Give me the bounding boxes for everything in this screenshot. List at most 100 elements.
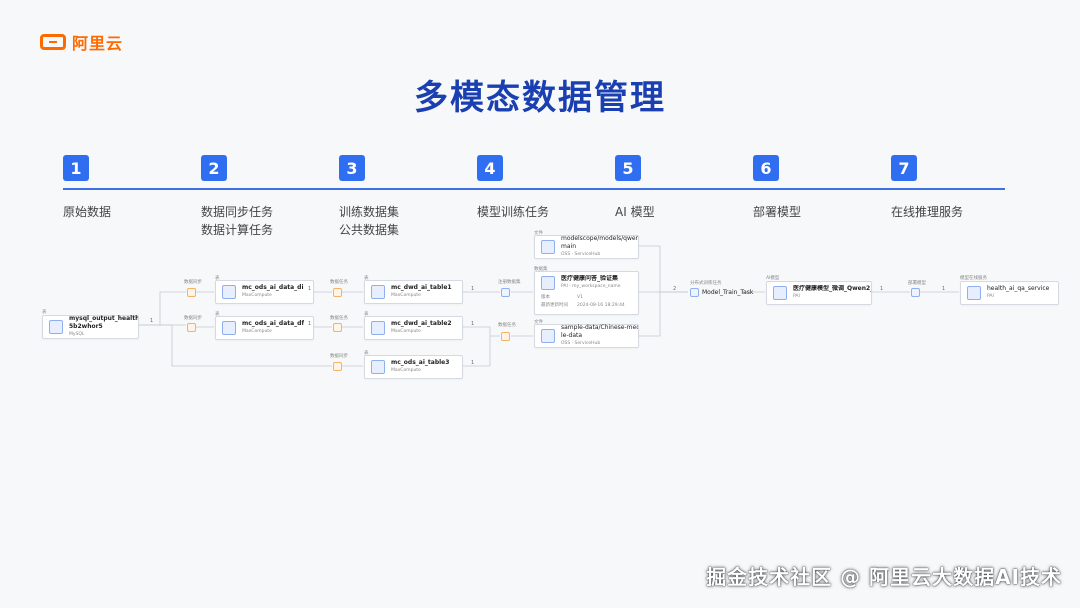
sync-task-icon[interactable] <box>187 323 196 332</box>
file-icon <box>541 240 555 254</box>
node-caption: 模型在线服务 <box>960 276 987 281</box>
data-task-caption: 数据任务 <box>330 280 348 285</box>
node-source: MaxCompute <box>391 293 421 298</box>
node-title: mc_ods_ai_data_df <box>242 320 305 327</box>
step-label-datasets: 训练数据集公共数据集 <box>339 205 400 237</box>
node-title: mc_dwd_ai_table2 <box>391 320 452 327</box>
node-title: mc_ods_ai_table3 <box>391 359 450 366</box>
oss-file-node[interactable]: sample-data/Chinese-medical-samp le-data… <box>534 324 639 348</box>
node-source: PAI · my_workspace_name <box>561 284 621 289</box>
ai-model-node[interactable]: 医疗健康模型_微调_Qwen2_7b PAI <box>766 281 872 305</box>
node-title-cont: le-data <box>561 332 583 339</box>
step-badge: 4 <box>477 155 503 181</box>
source-caption: 表 <box>42 310 47 315</box>
aliyun-logo: 阿里云 <box>40 30 123 54</box>
sync-task-caption: 数据同步 <box>184 280 202 285</box>
updated-label: 最新更新时间 <box>541 303 568 308</box>
brand-name: 阿里云 <box>72 34 124 53</box>
data-task-icon[interactable] <box>333 362 342 371</box>
edge-count: 1 <box>308 286 312 292</box>
node-source: MySQL <box>69 332 85 337</box>
node-caption: 文件 <box>534 231 543 236</box>
source-table-node[interactable]: mysql_output_health_qa_log_ 5b2whor5 MyS… <box>42 315 139 339</box>
table-icon <box>49 320 63 334</box>
sync-task-caption: 数据同步 <box>184 316 202 321</box>
table-icon <box>371 360 385 374</box>
node-caption: 表 <box>215 312 220 317</box>
edge-count: 1 <box>471 360 475 366</box>
step-label-inference: 在线推理服务 <box>891 205 964 219</box>
step-label-tasks: 数据同步任务数据计算任务 <box>201 205 274 237</box>
data-task-icon[interactable] <box>333 323 342 332</box>
node-caption: 表 <box>364 351 369 356</box>
table-icon <box>222 321 236 335</box>
dataset-icon <box>541 276 555 290</box>
node-caption: AI模型 <box>766 276 780 281</box>
node-source: PAI <box>793 294 800 299</box>
node-title: mc_ods_ai_data_di <box>242 284 304 291</box>
edge-count: 1 <box>308 321 312 327</box>
step-badge: 7 <box>891 155 917 181</box>
data-task-icon[interactable] <box>501 332 510 341</box>
dwd-table-node[interactable]: mc_dwd_ai_table1 MaxCompute <box>364 280 463 304</box>
table-icon <box>371 285 385 299</box>
deploy-caption: 部署模型 <box>908 281 926 286</box>
file-icon <box>541 329 555 343</box>
node-title: sample-data/Chinese-medical-samp <box>561 324 638 331</box>
node-title: mysql_output_health_qa_log_ <box>69 315 138 322</box>
table-icon <box>222 285 236 299</box>
step-label-training: 模型训练任务 <box>477 205 550 219</box>
edge-count: 1 <box>150 318 154 324</box>
dwd-table-node[interactable]: mc_dwd_ai_table2 MaxCompute <box>364 316 463 340</box>
watermark: 掘金技术社区 @ 阿里云大数据AI技术 <box>706 565 1062 589</box>
train-task-caption: 分布式训练任务 <box>690 281 722 286</box>
step-badge: 6 <box>753 155 779 181</box>
version-value: V1 <box>577 295 583 300</box>
version-label: 版本 <box>541 295 550 300</box>
train-task-node[interactable]: Model_Train_Task <box>690 288 753 297</box>
deploy-icon[interactable] <box>911 288 920 297</box>
node-caption: 表 <box>364 276 369 281</box>
node-source: MaxCompute <box>242 329 272 334</box>
model-icon <box>773 286 787 300</box>
data-task-caption: 数据任务 <box>330 316 348 321</box>
sync-task-icon[interactable] <box>187 288 196 297</box>
node-title: 医疗健康问答_验证集 <box>561 275 619 282</box>
aliyun-logo-icon <box>40 34 66 50</box>
node-source: MaxCompute <box>391 329 421 334</box>
node-source: MaxCompute <box>242 293 272 298</box>
dataset-node[interactable]: 医疗健康问答_验证集 PAI · my_workspace_name 版本 V1… <box>534 271 639 315</box>
train-task-icon <box>690 288 699 297</box>
step-label-deploy: 部署模型 <box>753 205 802 219</box>
node-caption: 表 <box>364 312 369 317</box>
page-title: 多模态数据管理 <box>414 78 666 118</box>
updated-value: 2024-08-16 18:29:44 <box>577 303 625 308</box>
step-badge: 3 <box>339 155 365 181</box>
data-task-icon[interactable] <box>333 288 342 297</box>
node-source: OSS · ServiceHub <box>561 252 601 257</box>
register-dataset-caption: 注册数据集 <box>498 280 521 285</box>
step-badge: 2 <box>201 155 227 181</box>
ods-table-node[interactable]: mc_ods_ai_data_di MaxCompute <box>215 280 314 304</box>
node-title-cont: 5b2whor5 <box>69 323 103 330</box>
step-label-ai-model: AI 模型 <box>615 205 655 219</box>
ods-table-node[interactable]: mc_ods_ai_data_df MaxCompute <box>215 316 314 340</box>
node-title: mc_dwd_ai_table1 <box>391 284 452 291</box>
node-title: modelscope/models/qwen2-7b-chat/ <box>561 235 638 242</box>
steps-divider <box>63 188 1005 190</box>
node-caption: 表 <box>215 276 220 281</box>
register-dataset-icon[interactable] <box>501 288 510 297</box>
data-task-caption: 数据同步 <box>330 354 348 359</box>
node-caption: 数据集 <box>534 267 548 272</box>
oss-file-node[interactable]: modelscope/models/qwen2-7b-chat/ main OS… <box>534 235 639 259</box>
step-label-raw-data: 原始数据 <box>63 205 112 219</box>
node-title-cont: main <box>561 243 576 250</box>
step-badge: 5 <box>615 155 641 181</box>
train-task-title: Model_Train_Task <box>702 289 754 296</box>
node-title: health_ai_qa_service <box>987 285 1050 292</box>
node-title: 医疗健康模型_微调_Qwen2_7b <box>793 285 871 292</box>
edge-count: 1 <box>471 321 475 327</box>
edge-count: 1 <box>880 286 884 292</box>
ods-table-node[interactable]: mc_ods_ai_table3 MaxCompute <box>364 355 463 379</box>
online-service-node[interactable]: health_ai_qa_service PAI <box>960 281 1059 305</box>
